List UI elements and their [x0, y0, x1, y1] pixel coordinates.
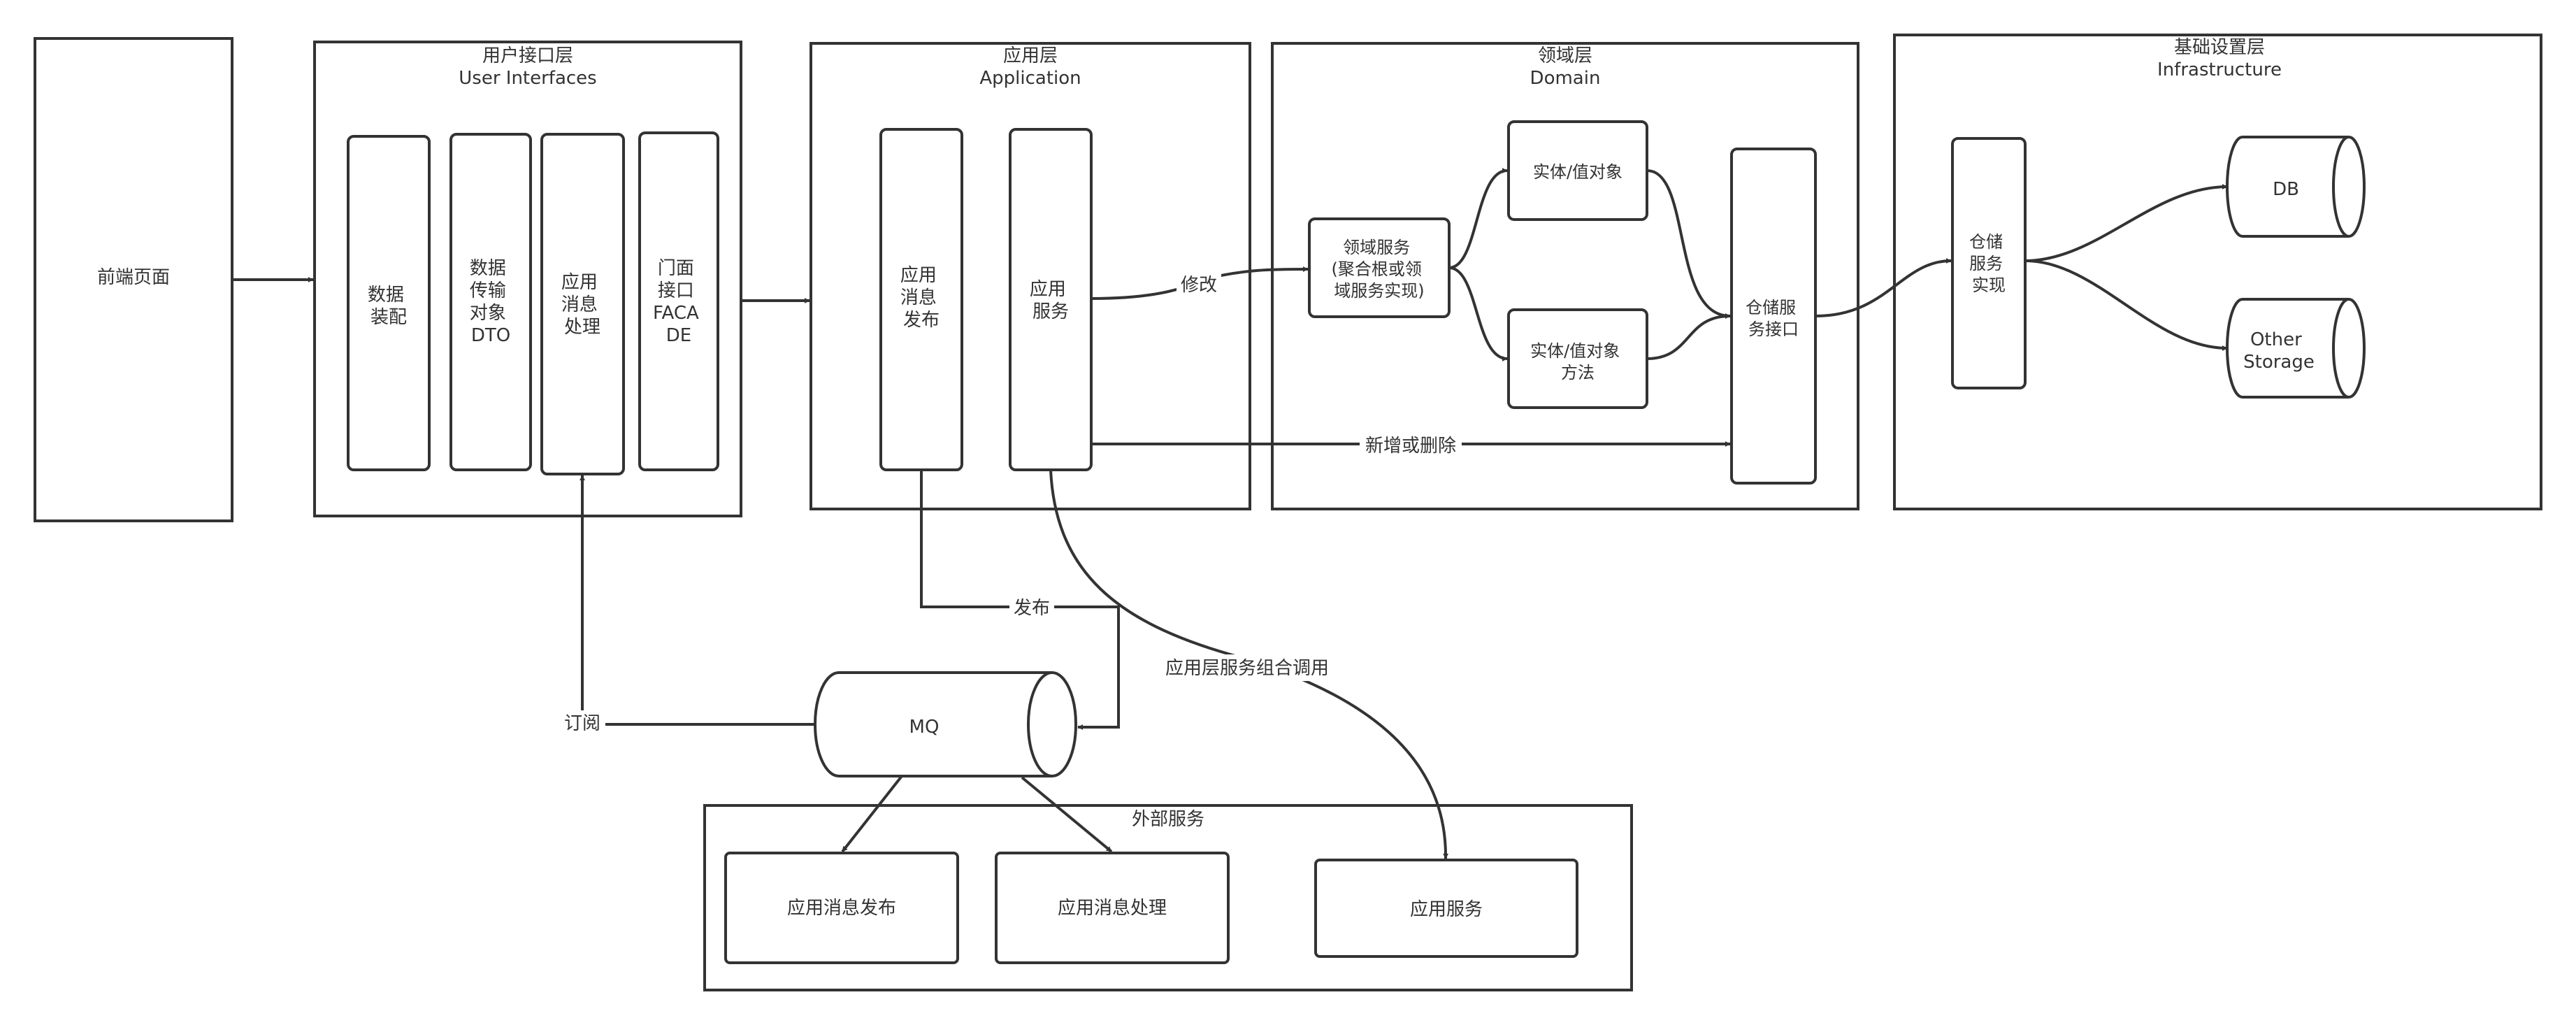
edge-repo-impl-to-db [2024, 184, 2228, 262]
edge-entity-method-to-repo-interface [1646, 313, 1731, 360]
edge-modify-label: 修改 [1181, 275, 1217, 296]
domain-layer-subtitle: Domain [1530, 68, 1601, 89]
other-storage-cylinder[interactable] [2226, 298, 2366, 399]
ui-component-message-handler[interactable] [540, 133, 625, 475]
mq-cylinder[interactable] [814, 671, 1077, 777]
external-message-handle[interactable] [995, 852, 1230, 964]
edge-publish-label-bg [1009, 596, 1054, 619]
edge-add-delete-label: 新增或删除 [1365, 436, 1456, 457]
external-app-service-label: 应用服务 [1410, 899, 1483, 920]
domain-layer-title: 领域层 [1538, 45, 1592, 66]
edge-compose-call-label: 应用层服务组合调用 [1165, 658, 1329, 679]
ui-component-message-handler-label: 应用 消息 处理 [561, 272, 603, 338]
edge-domain-to-entity-method [1448, 266, 1508, 361]
frontend-page-box[interactable] [34, 37, 233, 522]
ui-component-dto-label: 数据 传输 对象 DTO [470, 258, 512, 346]
repository-implementation-label: 仓储 服务 实现 [1969, 232, 2008, 295]
ui-component-dto[interactable] [449, 133, 532, 471]
edge-publish-to-mq [920, 470, 1120, 730]
edge-domain-to-entity [1448, 168, 1508, 269]
repository-implementation[interactable] [1951, 137, 2027, 389]
frontend-page-label: 前端页面 [97, 267, 170, 288]
infra-layer-subtitle: Infrastructure [2157, 59, 2282, 80]
edge-compose-call-label-bg [1163, 654, 1331, 681]
external-message-handle-label: 应用消息处理 [1058, 898, 1167, 919]
ui-component-facade[interactable] [638, 131, 719, 471]
repository-interface-label: 仓储服 务接口 [1746, 298, 1801, 339]
ui-layer-subtitle: User Interfaces [459, 68, 596, 89]
infra-layer-title: 基础设置层 [2174, 37, 2265, 58]
edge-mq-to-external-publish [841, 775, 903, 853]
edge-mq-to-external-handle [1021, 776, 1113, 853]
external-message-publish[interactable] [724, 852, 959, 964]
ui-component-data-assembly[interactable] [347, 135, 431, 471]
edge-modify-label-bg [1177, 271, 1221, 296]
edge-entity-to-repo-interface [1646, 169, 1731, 319]
app-message-publish-label: 应用 消息 发布 [900, 265, 942, 331]
edge-add-delete-label-bg [1360, 432, 1462, 457]
app-service-label: 应用 服务 [1030, 279, 1072, 322]
mq-label: MQ [909, 717, 940, 738]
ui-component-facade-label: 门面 接口 FACA DE [653, 258, 705, 346]
edge-publish-label: 发布 [1014, 598, 1050, 619]
ui-component-data-assembly-label: 数据 装配 [368, 285, 410, 328]
entity-value-object-label: 实体/值对象 [1533, 162, 1622, 182]
other-storage-label: Other Storage [2243, 329, 2315, 373]
app-layer-title: 应用层 [1003, 45, 1058, 66]
entity-value-object-method-label: 实体/值对象 方法 [1530, 341, 1625, 382]
db-cylinder[interactable] [2226, 136, 2366, 238]
external-services-title: 外部服务 [1132, 809, 1204, 830]
edge-subscribe-label: 订阅 [564, 713, 600, 734]
ui-layer-title: 用户接口层 [482, 45, 573, 66]
edge-subscribe-label-bg [559, 710, 605, 737]
db-label: DB [2273, 179, 2299, 200]
external-app-service[interactable] [1314, 859, 1578, 958]
domain-service-label: 领域服务 (聚合根或领 域服务实现) [1331, 238, 1427, 301]
edge-repo-interface-to-impl [1815, 258, 1952, 317]
external-message-publish-label: 应用消息发布 [787, 898, 896, 919]
edge-repo-impl-to-other-storage [2024, 259, 2228, 351]
app-layer-subtitle: Application [979, 68, 1081, 89]
